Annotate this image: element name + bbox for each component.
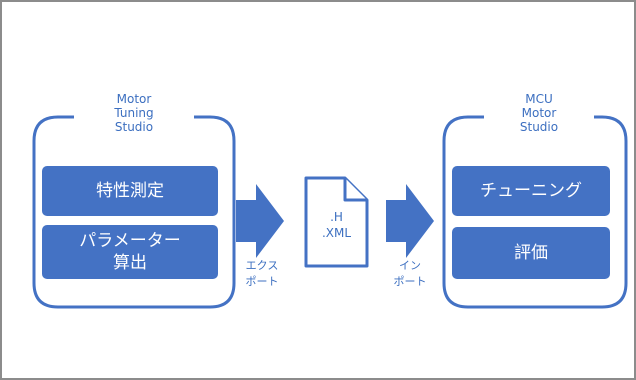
- left-panel-title: Motor Tuning Studio: [114, 92, 154, 134]
- export-label: エクス ポート: [245, 259, 279, 288]
- right-panel-outline: [442, 115, 628, 309]
- file-extensions: .H .XML: [321, 210, 352, 240]
- tuning-block: チューニング: [452, 166, 610, 216]
- file-icon: [304, 176, 369, 268]
- parameter-calculation-block: パラメーター 算出: [42, 225, 218, 279]
- evaluation-block: 評価: [452, 227, 610, 279]
- export-arrow: [236, 184, 284, 258]
- left-panel-outline: [32, 115, 236, 309]
- right-panel-title: MCU Motor Studio: [519, 92, 559, 134]
- import-arrow: [386, 184, 434, 258]
- import-label: イン ポート: [393, 259, 427, 288]
- characteristic-measurement-block: 特性測定: [42, 166, 218, 216]
